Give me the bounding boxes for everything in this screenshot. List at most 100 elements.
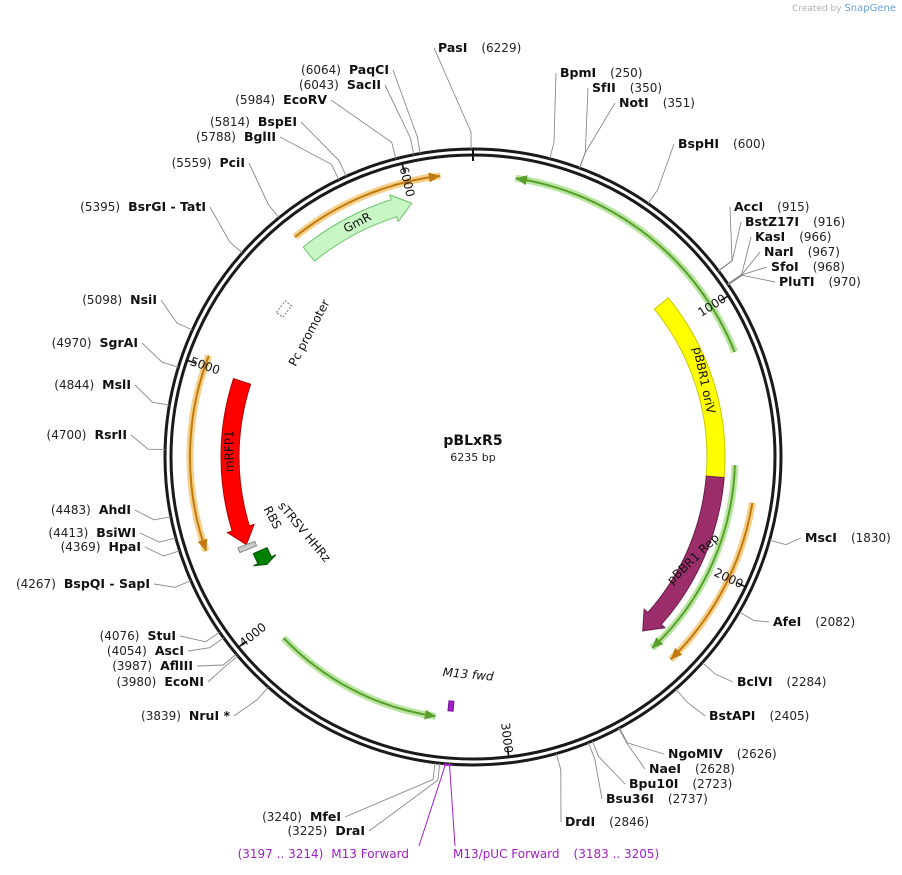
gmr-arrow <box>302 194 413 262</box>
site-leader <box>579 102 616 169</box>
primer-binding-mark <box>442 763 453 767</box>
site-leader <box>433 47 472 150</box>
site-layer: PasI(6229) (6064) PaqCI (6043) SacII(5984)Ec… <box>16 40 891 838</box>
restriction-site: (3225)DraI <box>287 763 441 838</box>
restriction-site: PluTI(970) <box>728 274 861 289</box>
site-label: (4267)BspQI - SapI <box>16 576 150 591</box>
site-leader <box>139 532 176 543</box>
restriction-site: (4970)SgrAI <box>52 335 179 368</box>
site-position: (2626) <box>737 747 777 761</box>
snapgene-credit: Created by SnapGene <box>792 3 896 14</box>
site-label: BspHI(600) <box>678 136 765 151</box>
restriction-site: NgoMIV (2626) <box>619 727 777 761</box>
restriction-site: (4267)BspQI - SapI <box>16 576 191 591</box>
site-leader <box>300 121 347 177</box>
site-name: HpaI <box>109 539 142 554</box>
orf-top-glow <box>514 174 738 354</box>
restriction-site: (3240) MfeI <box>262 762 436 824</box>
site-position: (4700) <box>47 428 87 442</box>
site-leader <box>647 143 675 204</box>
site-leader <box>384 84 415 155</box>
site-leader <box>587 742 603 800</box>
site-position: (4970) <box>52 336 92 350</box>
primer-site: (3197 .. 3214)M13 Forward <box>238 762 447 861</box>
site-position: (2082) <box>815 615 855 629</box>
site-label: (6043) SacII <box>299 77 381 92</box>
plasmid-name: pBLxR5 <box>443 433 502 449</box>
site-position: (4413) <box>48 526 88 540</box>
site-name: NruI * <box>189 708 231 723</box>
site-leader <box>153 580 191 588</box>
site-leader <box>134 509 171 521</box>
site-name: NarI <box>764 244 794 259</box>
site-position: (4483) <box>51 503 91 517</box>
site-position: (250) <box>610 66 642 80</box>
tick-mark <box>506 747 510 757</box>
restriction-site: (4700)RsrII <box>47 427 166 451</box>
site-position: (5098) <box>82 293 122 307</box>
strsv-hhrz-arrow <box>252 546 277 567</box>
site-leader <box>675 688 706 717</box>
site-leader <box>738 611 770 623</box>
site-name: NgoMIV <box>668 746 723 761</box>
site-position: (6043) <box>299 78 339 92</box>
tick-label: 3000 <box>498 722 516 754</box>
credit-prefix: Created by <box>792 4 842 14</box>
site-label: Bsu36I(2737) <box>606 791 708 806</box>
site-leader <box>187 637 224 652</box>
site-position: (2737) <box>668 792 708 806</box>
restriction-site: (5395)BsrGI - TatI <box>80 199 243 254</box>
restriction-site: (4844)MslI <box>54 377 170 406</box>
primer-leader <box>418 762 447 847</box>
site-name: MscI <box>805 530 837 545</box>
strsv-hhrz-label: sTRSV HHRz <box>275 499 333 565</box>
site-position: (350) <box>630 81 662 95</box>
site-position: (4267) <box>16 577 56 591</box>
site-label: (4844)MslI <box>54 377 131 392</box>
site-leader <box>392 69 421 154</box>
orf-gmr-head <box>428 172 441 183</box>
orf-top-line <box>515 177 736 353</box>
site-position: (2846) <box>609 815 649 829</box>
orf-top-head <box>515 175 528 186</box>
site-label: (5098)NsiI <box>82 292 157 307</box>
restriction-site: MscI (1830) <box>769 530 891 546</box>
site-name: SacII <box>347 77 381 92</box>
site-name: MfeI <box>310 809 341 824</box>
site-position: (3987) <box>112 659 152 673</box>
site-name: SfoI <box>771 259 799 274</box>
site-leader <box>233 686 269 717</box>
restriction-site: AfeI(2082) <box>738 611 855 629</box>
site-leader <box>179 631 220 643</box>
site-position: (1830) <box>851 531 891 545</box>
site-label: KasI(966) <box>755 229 832 244</box>
restriction-site: (5814)BspEI <box>210 114 347 177</box>
site-position: (2284) <box>787 675 827 689</box>
restriction-site: BstZ17I(916) <box>718 214 845 272</box>
site-position: (3240) <box>262 810 302 824</box>
tick-label: 6000 <box>397 165 418 198</box>
restriction-site: PasI(6229) <box>433 40 521 150</box>
site-name: KasI <box>755 229 785 244</box>
site-name: BstZ17I <box>745 214 799 229</box>
site-leader <box>618 728 646 770</box>
tick-mark <box>237 640 246 648</box>
site-label: (3240) MfeI <box>262 809 341 824</box>
site-label: (5559)PciI <box>172 155 245 170</box>
site-name: DraI <box>335 823 365 838</box>
pc-promoter-arrow <box>275 300 293 318</box>
site-label: Bpu10I(2723) <box>629 776 732 791</box>
site-name: PaqCI <box>349 62 389 77</box>
site-position: (5395) <box>80 200 120 214</box>
site-leader <box>141 342 179 368</box>
site-label: (5788)BglII <box>196 129 276 144</box>
site-name: EcoRV <box>283 92 327 107</box>
restriction-site: (5984)EcoRV <box>235 92 397 159</box>
site-leader <box>160 299 193 331</box>
restriction-site: (3980)EcoNI <box>116 655 239 689</box>
site-label: (4970)SgrAI <box>52 335 138 350</box>
site-position: (6064) <box>301 63 341 77</box>
site-position: (2723) <box>692 777 732 791</box>
site-position: (351) <box>663 96 695 110</box>
restriction-site: (3839)NruI * <box>141 686 269 723</box>
